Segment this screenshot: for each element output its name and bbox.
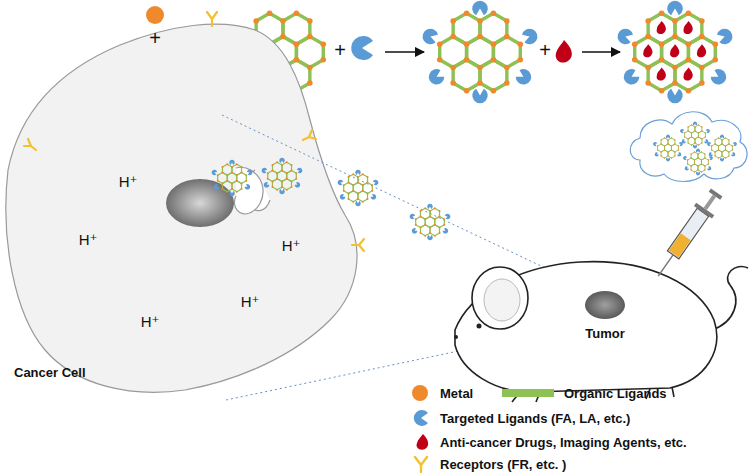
legend-item: Metal <box>410 384 473 402</box>
nanoparticle <box>337 170 379 206</box>
legend-swatch <box>410 384 434 402</box>
cloud <box>630 112 747 182</box>
nanoparticle <box>653 135 684 161</box>
targeting-ligand-icon <box>351 36 373 60</box>
label: H⁺ <box>282 238 301 255</box>
label: H⁺ <box>119 174 138 191</box>
mouse <box>454 262 748 402</box>
legend-text: Organic Ligands <box>564 386 667 401</box>
syringe <box>649 186 726 282</box>
legend-item: Organic Ligands <box>500 384 667 402</box>
label: H⁺ <box>79 232 98 249</box>
loaded-mof <box>616 1 735 103</box>
legend-item: Anti-cancer Drugs, Imaging Agents, etc. <box>410 433 687 451</box>
tumor <box>585 291 625 319</box>
legend-swatch <box>412 385 428 401</box>
targeted-mof <box>421 1 540 103</box>
legend-swatch <box>502 389 554 397</box>
legend-swatch <box>415 457 427 472</box>
plus-sign: + <box>334 39 346 61</box>
label: H⁺ <box>241 294 260 311</box>
nucleus <box>166 179 234 227</box>
arrow <box>385 51 424 53</box>
legend-swatch <box>410 455 434 473</box>
legend-item: Receptors (FR, etc. ) <box>410 455 566 473</box>
cancer-cell <box>6 24 357 392</box>
nanoparticle <box>261 158 303 194</box>
legend-item: Targeted Ligands (FA, LA, etc.) <box>410 409 630 427</box>
label: Tumor <box>585 327 624 341</box>
nanoparticle <box>409 204 451 240</box>
plus-sign: + <box>539 39 551 61</box>
legend-swatch <box>410 433 434 451</box>
legend-text: Receptors (FR, etc. ) <box>440 457 566 472</box>
nanoparticle <box>211 160 253 196</box>
zoom-line <box>222 115 596 292</box>
legend-swatch <box>414 410 428 426</box>
legend-text: Metal <box>440 386 473 401</box>
nanoparticle <box>680 122 711 148</box>
legend-swatch <box>410 409 434 427</box>
legend-swatch <box>417 434 429 450</box>
plus-sign: + <box>149 27 161 49</box>
label: H⁺ <box>141 314 160 331</box>
nanoparticle <box>683 149 714 175</box>
drug-icon <box>556 40 572 63</box>
legend-swatch <box>500 384 558 402</box>
label: Cancer Cell <box>14 366 86 380</box>
arrow <box>582 51 620 53</box>
legend-text: Anti-cancer Drugs, Imaging Agents, etc. <box>440 435 687 450</box>
legend-text: Targeted Ligands (FA, LA, etc.) <box>440 411 630 426</box>
receptors <box>24 12 364 251</box>
metal-icon <box>146 6 164 24</box>
